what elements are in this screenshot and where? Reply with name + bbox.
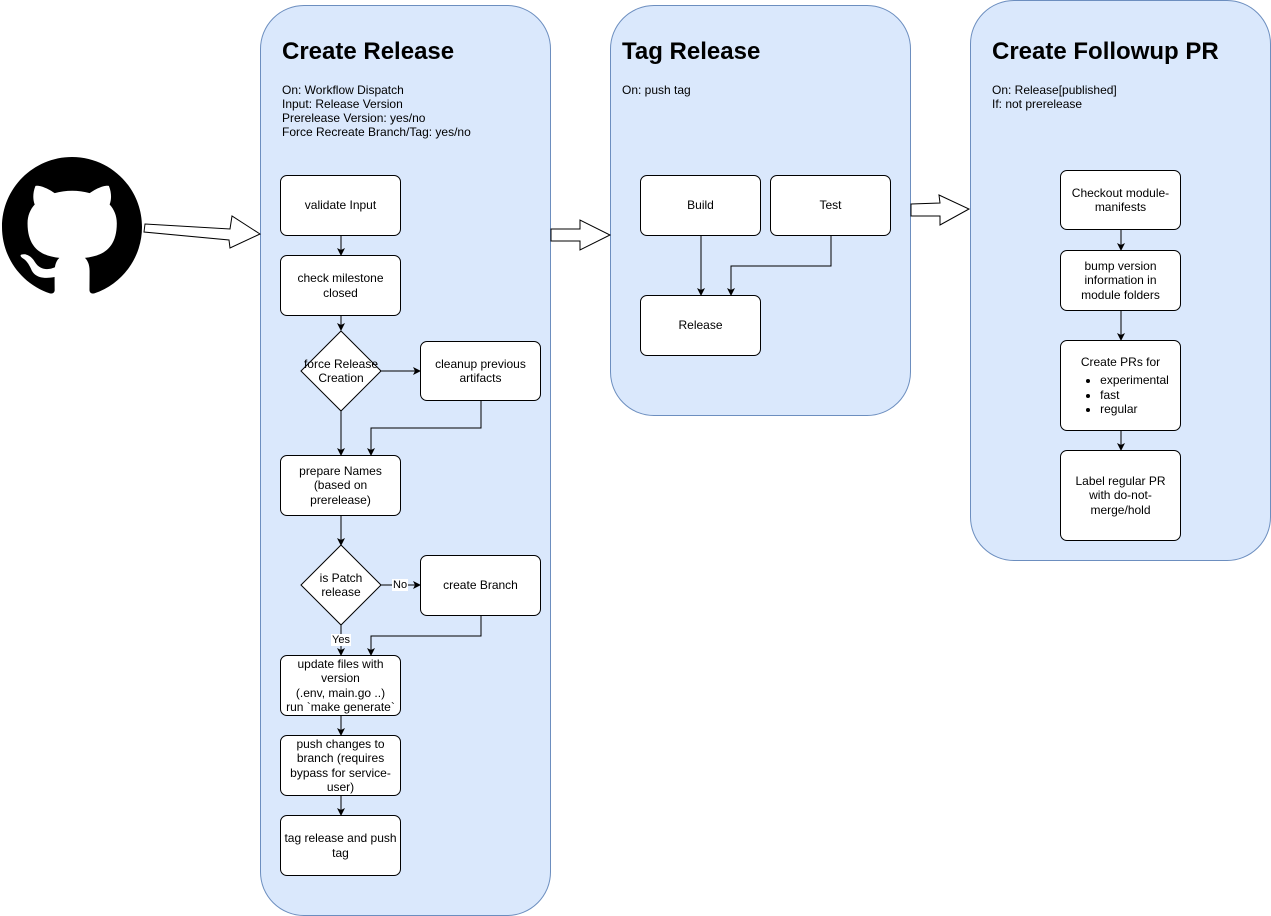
list-item: experimental [1100, 373, 1169, 388]
node-cleanup-previous-artifacts: cleanup previous artifacts [420, 341, 541, 401]
update-files-line: update files with version [297, 656, 384, 686]
node-create-branch: create Branch [420, 555, 541, 616]
block-arrow-github-to-create-release [143, 215, 262, 249]
create-prs-heading: Create PRs for [1080, 354, 1161, 369]
node-prepare-names: prepare Names (based on prerelease) [280, 455, 401, 516]
block-arrow-create-to-tag [550, 219, 612, 251]
lane-title-tag-release: Tag Release [622, 38, 761, 65]
decision-force-release-label: force Release Creation [303, 356, 379, 386]
node-create-prs: Create PRs for experimental fast regular [1060, 340, 1181, 431]
node-push-changes: push changes to branch (requires bypass … [280, 735, 401, 796]
update-files-make-line: run `make generate` [286, 700, 395, 714]
create-prs-content: Create PRs for experimental fast regular [1072, 355, 1169, 417]
lane-title-create-release: Create Release [282, 38, 455, 65]
block-arrow-tag-to-followup [910, 194, 971, 226]
node-release: Release [640, 295, 761, 356]
github-icon [2, 157, 142, 294]
create-prs-list: experimental fast regular [1072, 373, 1169, 417]
lane-info-followup: On: Release[published] If: not prereleas… [992, 83, 1117, 111]
force-recreate-text: Force Recreate Branch/Tag: yes/no [282, 125, 471, 139]
list-item: regular [1100, 402, 1169, 417]
lane-info-create-release: On: Workflow Dispatch Input: Release Ver… [282, 83, 471, 139]
update-files-env-line: (.env, main.go ..) [295, 685, 386, 700]
list-item: fast [1100, 388, 1169, 403]
node-tag-release-and-push: tag release and push tag [280, 815, 401, 876]
node-validate-input: validate Input [280, 175, 401, 236]
lane-title-create-followup-pr: Create Followup PR [992, 38, 1219, 65]
trigger-text: On: Workflow Dispatch [282, 83, 404, 97]
node-test: Test [770, 175, 891, 236]
node-bump-version: bump version information in module folde… [1060, 250, 1181, 311]
trigger-text: On: Release[published] [992, 83, 1117, 97]
edge-label-yes: Yes [331, 634, 351, 646]
input-text: Input: Release Version [282, 97, 403, 111]
prerelease-text: Prerelease Version: yes/no [282, 111, 426, 125]
condition-text: If: not prerelease [992, 97, 1083, 111]
lane-info-tag-release: On: push tag [622, 83, 691, 97]
node-check-milestone-closed: check milestone closed [280, 255, 401, 316]
edge-label-no: No [392, 579, 409, 591]
trigger-text: On: push tag [622, 83, 691, 97]
node-build: Build [640, 175, 761, 236]
node-label-regular-pr: Label regular PR with do-not-merge/hold [1060, 450, 1181, 541]
decision-is-patch-label: is Patch release [319, 570, 363, 600]
node-checkout-module-manifests: Checkout module-manifests [1060, 170, 1181, 230]
node-update-files: update files with version (.env, main.go… [280, 655, 401, 716]
